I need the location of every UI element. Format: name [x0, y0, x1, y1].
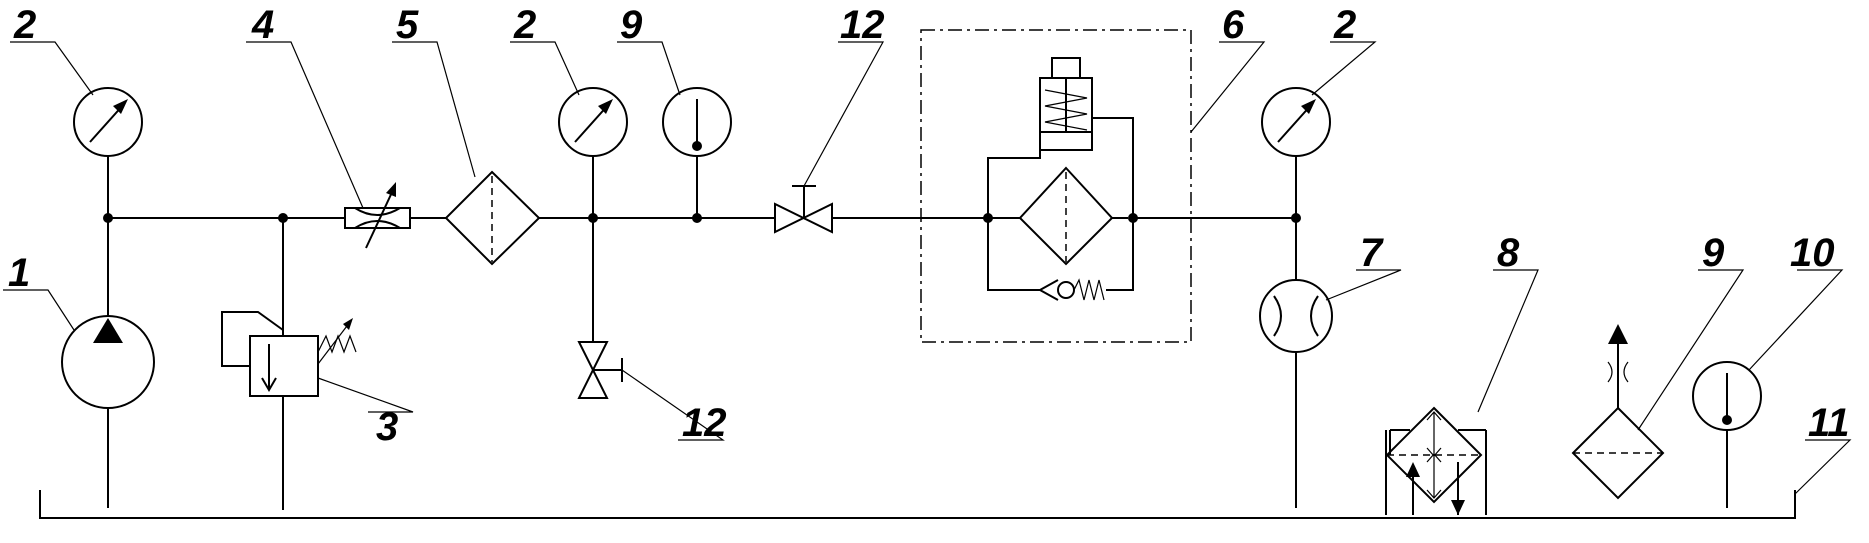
label-relief-valve: 3 — [376, 405, 398, 449]
label-filter: 5 — [396, 3, 419, 47]
separator — [1571, 324, 1665, 500]
label-tank: 11 — [1808, 401, 1850, 445]
filter — [444, 170, 541, 266]
pressure-gauge-middle — [558, 87, 628, 223]
label-pump: 1 — [8, 251, 30, 295]
shutoff-valve — [774, 185, 833, 234]
flow-meter — [1259, 218, 1333, 508]
relief-valve — [221, 213, 357, 510]
label-shutoff-valve: 12 — [840, 3, 885, 47]
pressure-gauge-left — [73, 87, 143, 218]
label-gauge-left: 2 — [13, 3, 36, 47]
pressure-gauge-right — [1261, 87, 1331, 223]
tank — [39, 490, 1796, 519]
label-separator: 9 — [1702, 231, 1725, 275]
leader-lines — [3, 41, 1852, 495]
label-flow-meter: 7 — [1360, 231, 1384, 275]
thermometer — [1692, 361, 1762, 508]
filter-unit — [920, 29, 1192, 343]
label-thermometer: 10 — [1790, 231, 1835, 275]
heat-exchanger — [1385, 406, 1487, 515]
pump — [61, 218, 155, 508]
label-filter-unit: 6 — [1222, 3, 1245, 47]
label-throttle: 4 — [251, 3, 274, 47]
labels: 2 1 4 3 5 2 9 12 12 6 2 7 8 9 10 11 — [8, 3, 1850, 449]
label-thermometer-top: 9 — [620, 3, 643, 47]
label-heat-exchanger: 8 — [1497, 231, 1520, 275]
label-gauge-middle: 2 — [513, 3, 536, 47]
junction-dot — [103, 213, 113, 223]
drain-valve — [577, 218, 623, 399]
thermometer-top — [662, 87, 732, 223]
label-gauge-right: 2 — [1333, 3, 1356, 47]
throttle — [344, 182, 411, 249]
label-drain-valve: 12 — [682, 401, 727, 445]
